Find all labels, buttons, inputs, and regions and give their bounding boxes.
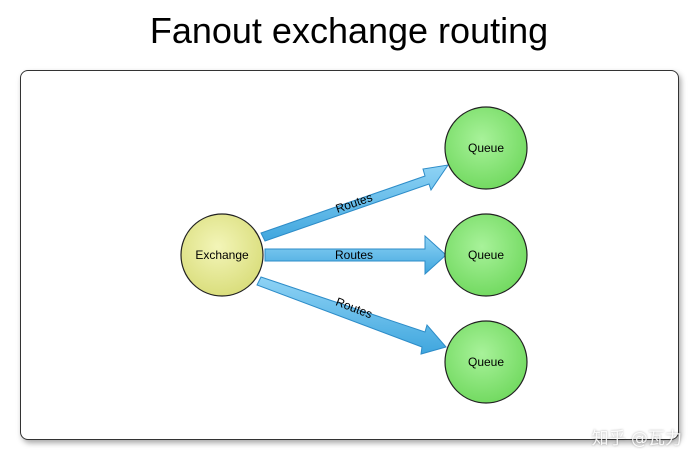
- queue-node-3: Queue: [444, 320, 528, 404]
- queue-label-1: Queue: [468, 141, 504, 155]
- exchange-node: Exchange: [180, 213, 264, 297]
- diagram-title: Fanout exchange routing: [149, 10, 549, 51]
- watermark-text: 知乎 @瓦力: [591, 429, 682, 449]
- route-arrow-1: [260, 164, 450, 242]
- queue-label-3: Queue: [468, 355, 504, 369]
- route-label-2: Routes: [335, 248, 373, 262]
- queue-node-1: Queue: [444, 106, 528, 190]
- queue-label-2: Queue: [468, 248, 504, 262]
- route-arrow-3: [256, 276, 447, 355]
- queue-node-2: Queue: [444, 213, 528, 297]
- route-label-1: Routes: [334, 190, 375, 216]
- exchange-label: Exchange: [195, 248, 249, 262]
- route-arrow-2: [264, 234, 447, 276]
